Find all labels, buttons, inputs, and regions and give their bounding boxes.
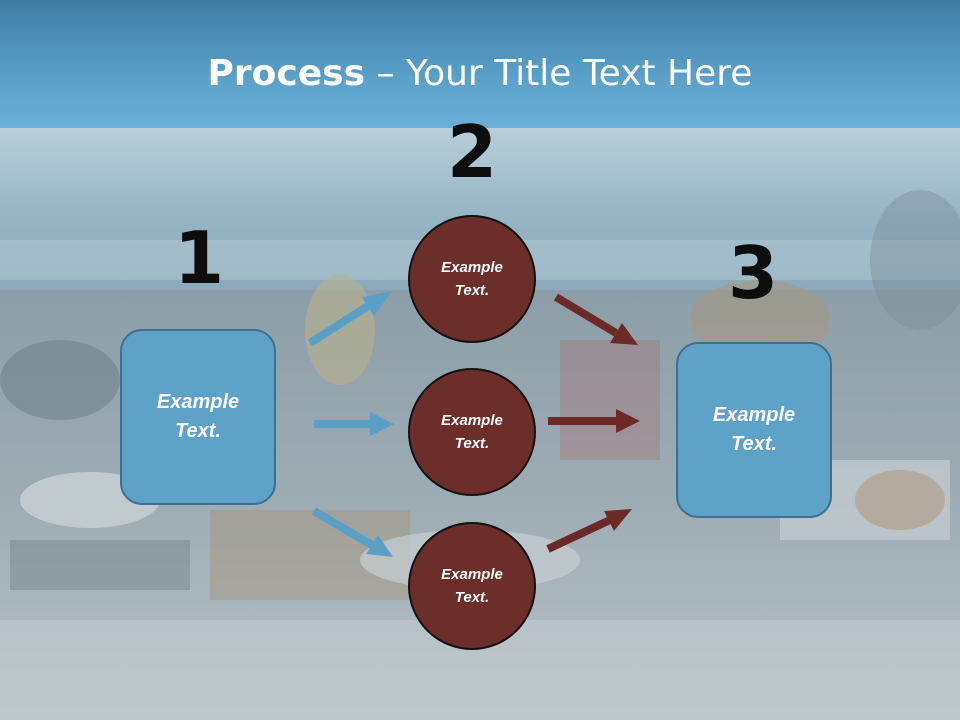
step-2-circle-middle-label: Example Text.: [441, 412, 503, 452]
step-2-circle-bottom: Example Text.: [408, 522, 536, 650]
step-3-label: Example Text.: [712, 404, 796, 455]
step-1-label: Example Text.: [156, 391, 240, 442]
step-1-box: Example Text.: [120, 329, 276, 505]
step-2-circle-middle: Example Text.: [408, 368, 536, 496]
step-2-circle-top: Example Text.: [408, 215, 536, 343]
step-3-box: Example Text.: [676, 342, 832, 518]
title-rest: – Your Title Text Here: [365, 53, 753, 94]
step-number-1: 1: [173, 216, 225, 300]
step-2-circle-bottom-label: Example Text.: [441, 566, 503, 606]
step-2-circle-top-label: Example Text.: [441, 259, 503, 299]
title-bold: Process: [207, 53, 366, 94]
step-number-2: 2: [446, 110, 498, 194]
step-number-3: 3: [727, 231, 779, 315]
slide-title: Process – Your Title Text Here: [0, 50, 960, 98]
